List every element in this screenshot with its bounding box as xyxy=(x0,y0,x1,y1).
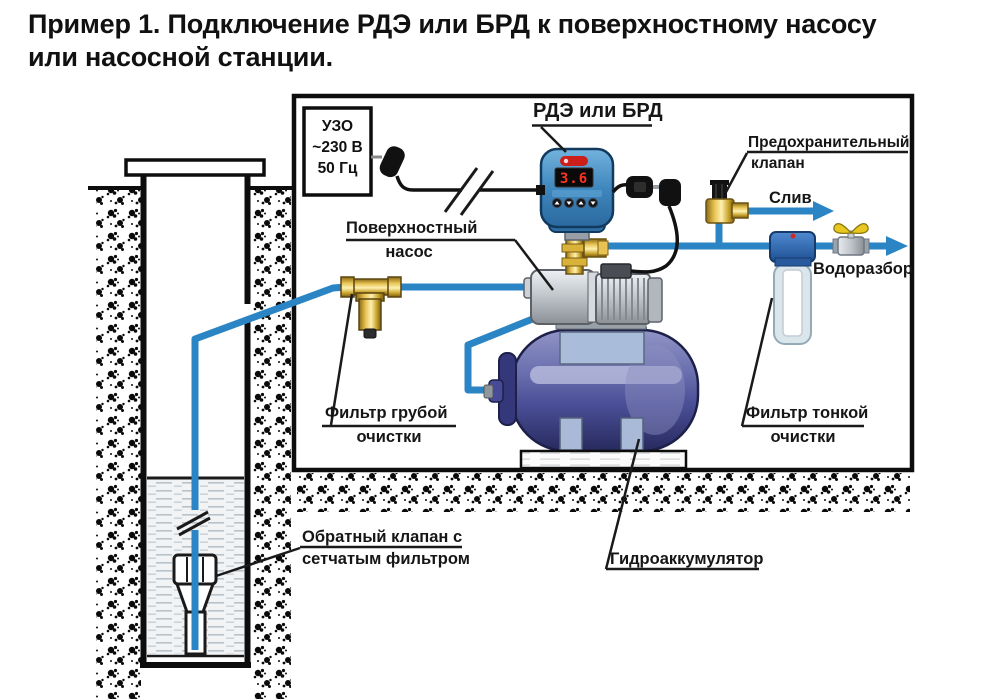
accumulator-label: Гидроаккумулятор xyxy=(610,550,764,568)
uzo-label: УЗО ~230 В 50 Гц xyxy=(304,116,371,179)
pump-head xyxy=(530,269,596,325)
suction-pipe-upper xyxy=(191,283,347,510)
uzo-line2: ~230 В xyxy=(312,139,363,156)
motor-ribs xyxy=(601,278,645,320)
pump-label-pointer xyxy=(514,239,554,291)
controller-logo xyxy=(560,156,588,166)
tank-pedestal xyxy=(519,449,688,470)
safety-valve-label-line1: Предохранительный xyxy=(748,134,910,151)
uzo-line1: УЗО xyxy=(321,118,354,135)
tank-foot-right xyxy=(620,417,644,451)
motor-terminal-box xyxy=(600,263,632,279)
pump-riser-fittings xyxy=(561,237,609,275)
page-title-line1: Пример 1. Подключение РДЭ или БРД к пове… xyxy=(28,9,877,39)
power-plug xyxy=(379,146,405,178)
check-valve-label-line2: сетчатым фильтром xyxy=(302,550,470,568)
coarse-filter-label-line2: очистки xyxy=(356,428,422,446)
uzo-line3: 50 Гц xyxy=(317,160,358,177)
ground-hatch-right-column xyxy=(252,190,291,699)
coarse-filter-label-line1: Фильтр грубой xyxy=(325,404,448,422)
ground-hatch-left-column xyxy=(96,190,141,699)
motor-plug xyxy=(659,179,681,206)
safety-valve-label-line2: клапан xyxy=(751,155,805,172)
uzo-box xyxy=(302,106,373,197)
tank-highlight xyxy=(530,366,682,384)
tank-foot-left xyxy=(559,417,583,451)
power-cable-left xyxy=(395,175,462,192)
pressure-controller: 3.6 xyxy=(539,147,615,241)
pump-label-line1: Поверхностный xyxy=(346,219,478,237)
check-valve-label-line1: Обратный клапан с xyxy=(302,528,463,546)
cable-break-slash xyxy=(459,170,495,216)
motor-end-cap xyxy=(647,277,663,323)
pump-label-line2: насос xyxy=(385,243,433,261)
pipe-break-symbols xyxy=(176,510,211,537)
fine-filter xyxy=(769,231,816,345)
fine-filter-label-line2: очистки xyxy=(770,428,836,446)
power-cabling xyxy=(371,146,681,274)
coarse-label-pointer xyxy=(329,293,354,426)
tank-pump-saddle xyxy=(559,331,645,365)
fine-filter-cartridge xyxy=(782,269,803,337)
device-label: РДЭ или БРД xyxy=(533,100,663,122)
page-title-line2: или насосной станции. xyxy=(28,42,333,72)
drain-arrow xyxy=(813,201,834,221)
tank-label-pointer xyxy=(604,438,641,570)
pipe-break-slash xyxy=(176,510,209,531)
ball-valve-handle xyxy=(833,223,869,234)
ball-valve xyxy=(832,223,870,256)
water-tap-label: Водоразбор xyxy=(813,260,913,278)
page-title: Пример 1. Подключение РДЭ или БРД к пове… xyxy=(28,8,978,74)
hydroaccumulator-tank xyxy=(483,327,700,470)
controller-buttons xyxy=(552,198,598,208)
drain-label: Слив xyxy=(769,189,812,207)
coarse-filter xyxy=(340,276,402,339)
device-label-pointer xyxy=(540,126,567,153)
pipe-break-slash xyxy=(178,516,211,537)
fine-filter-label-line1: Фильтр тонкой xyxy=(746,404,869,422)
motor-cable xyxy=(630,205,679,274)
ground-hatch xyxy=(88,186,910,699)
well-cap xyxy=(124,158,266,177)
fine-label-pointer xyxy=(740,297,774,427)
cable-break-slash xyxy=(443,167,479,213)
check-label-pointer xyxy=(215,546,301,578)
surface-pump xyxy=(523,263,663,330)
safety-valve xyxy=(705,180,749,224)
safety-label-pointer xyxy=(724,152,749,193)
pump-to-tank-pipe xyxy=(464,312,542,394)
water-tap-arrow xyxy=(886,236,908,256)
controller-display-value: 3.6 xyxy=(560,171,588,187)
pump-motor xyxy=(595,273,651,325)
controller-display xyxy=(554,167,594,188)
ground-hatch-bottom-band xyxy=(297,473,910,512)
label-lines xyxy=(215,124,908,578)
